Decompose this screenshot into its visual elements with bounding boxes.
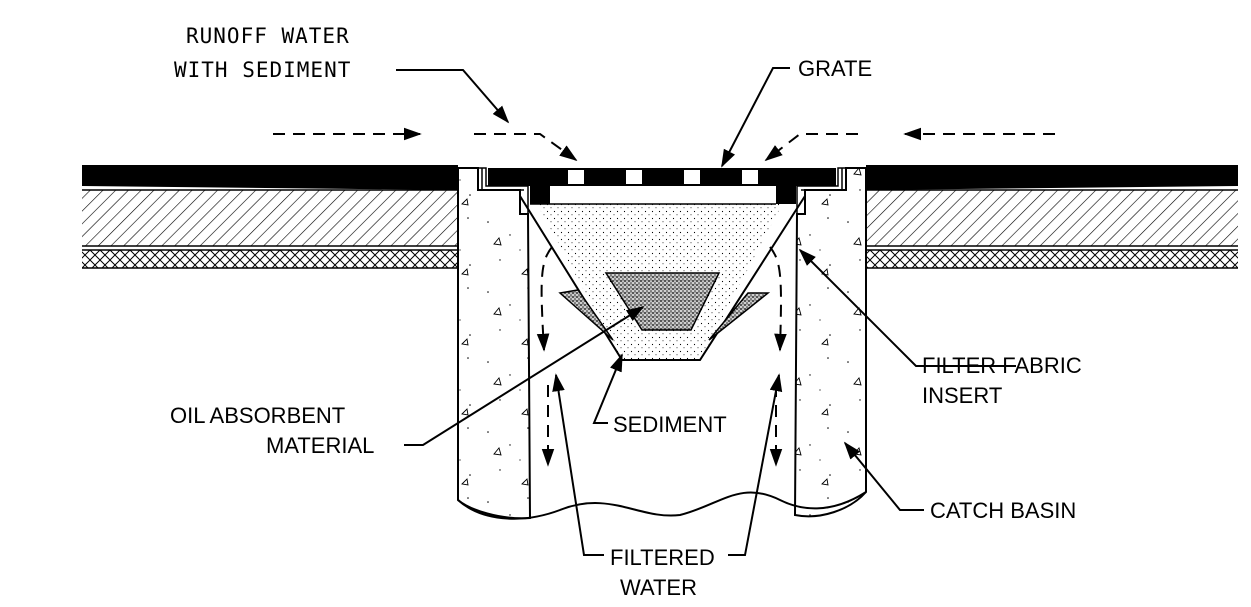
label-runoff-line2: WITH SEDIMENT <box>174 58 351 82</box>
label-filter-fabric-line1: FILTER FABRIC <box>922 353 1082 378</box>
label-catch-basin: CATCH BASIN <box>930 498 1076 523</box>
oil-absorbent-material <box>558 272 771 341</box>
label-filtered-line1: FILTERED <box>610 545 715 570</box>
label-runoff-line1: RUNOFF WATER <box>186 24 350 48</box>
label-oil-line2: MATERIAL <box>266 433 374 458</box>
label-filtered-line2: WATER <box>620 575 697 600</box>
pavement-right <box>866 165 1238 269</box>
runoff-flow-arrows <box>273 127 1055 162</box>
filtered-water-flow-arrows <box>536 246 787 467</box>
label-oil-line1: OIL ABSORBENT <box>170 403 345 428</box>
grate-frame <box>478 167 846 214</box>
leader-lines <box>396 67 1016 556</box>
pavement-left <box>82 165 458 269</box>
basin-break-line <box>457 491 867 520</box>
label-sediment: SEDIMENT <box>613 412 727 437</box>
label-filter-fabric-line2: INSERT <box>922 383 1002 408</box>
labels: RUNOFF WATER WITH SEDIMENT GRATE FILTER … <box>170 24 1082 600</box>
label-grate: GRATE <box>798 56 872 81</box>
